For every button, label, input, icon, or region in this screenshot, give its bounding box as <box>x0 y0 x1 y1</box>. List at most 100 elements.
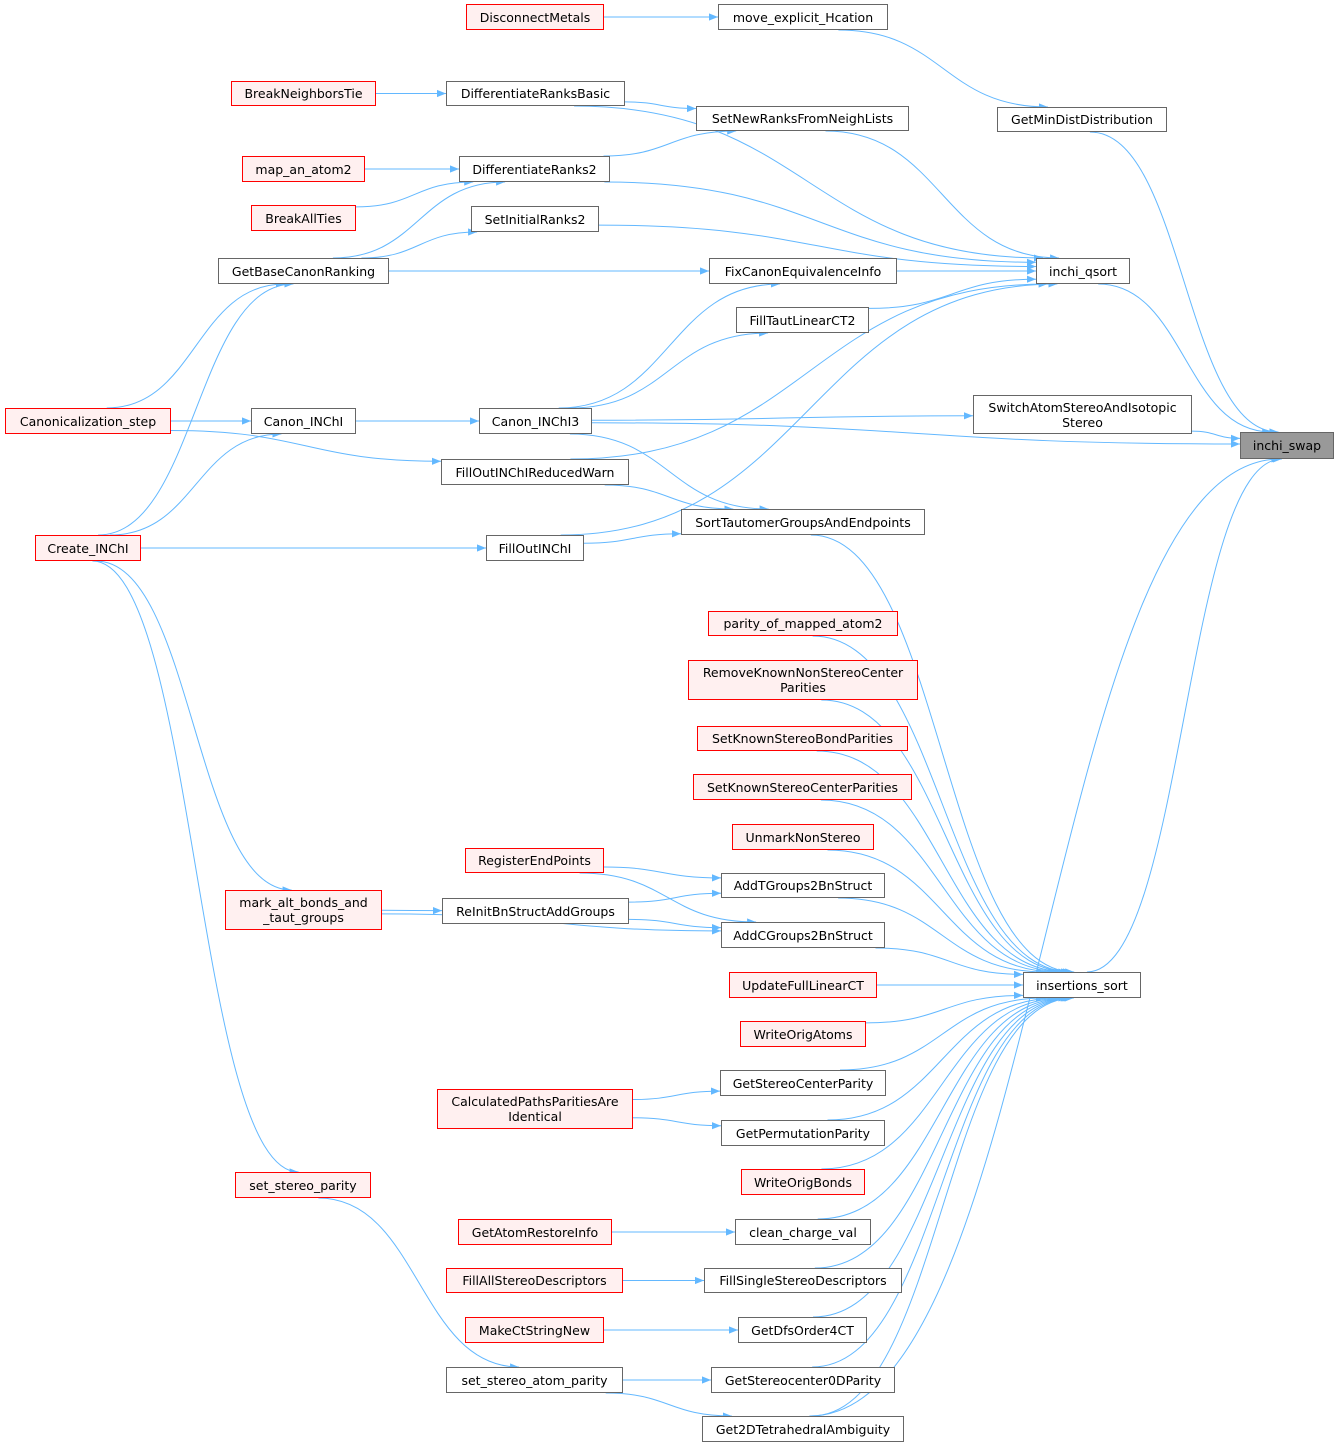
edge-fill-taut-linear-ct2-to-inchi-qsort <box>868 275 1037 309</box>
edge-remove-known-non-stereo-center-parities-to-insertions-sort <box>821 699 1071 976</box>
node-inchi-qsort[interactable]: inchi_qsort <box>1036 258 1130 284</box>
edge-set-initial-ranks2-to-inchi-qsort <box>598 224 1037 271</box>
node-get-base-canon-ranking[interactable]: GetBaseCanonRanking <box>218 258 389 284</box>
edge-canon-inch-i3-to-sort-tautomer-groups-and-endpoints <box>569 433 769 513</box>
node-update-full-linear-ct[interactable]: UpdateFullLinearCT <box>729 972 877 998</box>
node-write-orig-atoms[interactable]: WriteOrigAtoms <box>740 1021 866 1047</box>
node-fill-single-stereo-descriptors[interactable]: FillSingleStereoDescriptors <box>704 1268 902 1293</box>
edge-sort-tautomer-groups-and-endpoints-to-insertions-sort <box>810 534 1075 976</box>
node-parity-of-mapped-atom2[interactable]: parity_of_mapped_atom2 <box>708 611 898 636</box>
node-fill-out-inch-i[interactable]: FillOutINChI <box>486 535 584 561</box>
edge-create-inch-i-to-set-stereo-parity <box>92 560 299 1176</box>
edge-set-known-stereo-center-parities-to-insertions-sort <box>820 799 1064 976</box>
node-fix-canon-equivalence-info[interactable]: FixCanonEquivalenceInfo <box>709 258 897 284</box>
node-mark-alt-bonds-and-taut-groups[interactable]: mark_alt_bonds_and _taut_groups <box>225 890 382 930</box>
edge-parity-of-mapped-atom2-to-insertions-sort <box>812 635 1073 976</box>
node-map-an-atom2[interactable]: map_an_atom2 <box>242 156 365 182</box>
edge-re-init-bn-struct-add-groups-to-add-cgroups2-bn-struct <box>628 918 722 932</box>
edge-fill-single-stereo-descriptors-to-insertions-sort <box>814 994 1070 1269</box>
edge-canonicalization-step-to-fill-out-inch-ireduced-warn <box>170 430 442 465</box>
edge-fill-out-inch-i-to-sort-tautomer-groups-and-endpoints <box>583 530 682 544</box>
edge-calculated-paths-parities-are-identical-to-get-permutation-parity <box>632 1117 722 1130</box>
edge-inchi-qsort-to-inchi-swap <box>1098 283 1272 436</box>
edge-get-stereo-center-parity-to-insertions-sort <box>839 994 1046 1071</box>
node-set-new-ranks-from-neigh-lists[interactable]: SetNewRanksFromNeighLists <box>696 106 909 131</box>
edge-create-inch-i-to-mark-alt-bonds-and-taut-groups <box>95 560 292 894</box>
node-get-min-dist-distribution[interactable]: GetMinDistDistribution <box>997 107 1167 132</box>
edge-differentiate-ranks2-to-set-new-ranks-from-neigh-lists <box>603 127 737 157</box>
node-set-stereo-parity[interactable]: set_stereo_parity <box>235 1172 371 1198</box>
edge-canonicalization-step-to-get-base-canon-ranking <box>106 280 285 409</box>
node-set-initial-ranks2[interactable]: SetInitialRanks2 <box>471 206 599 232</box>
edge-break-all-ties-to-differentiate-ranks2 <box>355 178 474 208</box>
edge-get-dfs-order4-ct-to-insertions-sort <box>812 994 1072 1318</box>
edges-layer <box>92 13 1282 1420</box>
edge-register-end-points-to-add-tgroups2-bn-struct <box>603 866 722 882</box>
node-get2-dtetrahedral-ambiguity[interactable]: Get2DTetrahedralAmbiguity <box>702 1416 904 1442</box>
edge-move-explicit-hcation-to-get-min-dist-distribution <box>838 29 1049 111</box>
node-add-tgroups2-bn-struct[interactable]: AddTGroups2BnStruct <box>721 873 885 898</box>
node-sort-tautomer-groups-and-endpoints[interactable]: SortTautomerGroupsAndEndpoints <box>681 509 925 535</box>
edge-set-stereo-parity-to-set-stereo-atom-parity <box>318 1197 520 1371</box>
edge-create-inch-i-to-canon-inch-i <box>110 430 282 536</box>
edge-get-base-canon-ranking-to-differentiate-ranks2 <box>332 178 506 259</box>
node-re-init-bn-struct-add-groups[interactable]: ReInitBnStructAddGroups <box>442 898 629 924</box>
edge-canon-inch-i3-to-fill-taut-linear-ct2 <box>569 329 769 409</box>
node-get-stereo-center-parity[interactable]: GetStereoCenterParity <box>720 1070 886 1096</box>
node-move-explicit-hcation[interactable]: move_explicit_Hcation <box>718 4 888 30</box>
edge-get-base-canon-ranking-to-set-initial-ranks2 <box>361 228 478 259</box>
node-clean-charge-val[interactable]: clean_charge_val <box>735 1219 871 1245</box>
edge-canon-inch-i3-to-switch-atom-stereo-and-isotopic-stereo <box>591 412 974 421</box>
node-set-known-stereo-bond-parities[interactable]: SetKnownStereoBondParities <box>697 726 908 751</box>
edge-differentiate-ranks-basic-to-inchi-qsort <box>574 105 1043 262</box>
node-set-stereo-atom-parity[interactable]: set_stereo_atom_parity <box>446 1367 623 1393</box>
node-get-dfs-order4-ct[interactable]: GetDfsOrder4CT <box>738 1317 867 1343</box>
node-fill-taut-linear-ct2[interactable]: FillTautLinearCT2 <box>736 307 869 333</box>
node-get-permutation-parity[interactable]: GetPermutationParity <box>721 1120 885 1146</box>
edge-calculated-paths-parities-are-identical-to-get-stereo-center-parity <box>632 1087 721 1100</box>
edge-re-init-bn-struct-add-groups-to-add-tgroups2-bn-struct <box>628 889 722 903</box>
node-canon-inch-i[interactable]: Canon_INChI <box>251 408 356 434</box>
node-break-all-ties[interactable]: BreakAllTies <box>251 205 356 231</box>
node-calculated-paths-parities-are-identical[interactable]: CalculatedPathsParitiesAre Identical <box>437 1089 633 1129</box>
node-canon-inch-i3[interactable]: Canon_INChI3 <box>479 408 592 434</box>
node-make-ct-string-new[interactable]: MakeCtStringNew <box>465 1317 604 1343</box>
edge-create-inch-i-to-get-base-canon-ranking <box>98 280 294 536</box>
edge-switch-atom-stereo-and-isotopic-stereo-to-inchi-swap <box>1191 430 1241 442</box>
node-fill-all-stereo-descriptors[interactable]: FillAllStereoDescriptors <box>446 1268 623 1293</box>
edge-register-end-points-to-add-cgroups2-bn-struct <box>579 872 757 926</box>
node-write-orig-bonds[interactable]: WriteOrigBonds <box>741 1169 865 1195</box>
edge-write-orig-bonds-to-insertions-sort <box>821 994 1064 1170</box>
node-fill-out-inch-ireduced-warn[interactable]: FillOutINChIReducedWarn <box>441 459 629 485</box>
edge-fill-out-inch-ireduced-warn-to-inchi-qsort <box>570 280 1048 460</box>
node-create-inch-i[interactable]: Create_INChI <box>35 535 141 561</box>
edge-differentiate-ranks-basic-to-set-new-ranks-from-neigh-lists <box>624 101 697 113</box>
node-get-atom-restore-info[interactable]: GetAtomRestoreInfo <box>458 1219 612 1245</box>
edge-fill-out-inch-i-to-inchi-qsort <box>560 280 1058 536</box>
edge-get-min-dist-distribution-to-inchi-swap <box>1089 131 1279 436</box>
node-inchi-swap: inchi_swap <box>1240 432 1334 459</box>
node-canonicalization-step[interactable]: Canonicalization_step <box>5 408 171 434</box>
node-break-neighbors-tie[interactable]: BreakNeighborsTie <box>231 81 376 106</box>
node-differentiate-ranks-basic[interactable]: DifferentiateRanksBasic <box>446 81 625 106</box>
edge-unmark-non-stereo-to-insertions-sort <box>827 849 1058 976</box>
node-disconnect-metals[interactable]: DisconnectMetals <box>466 4 604 30</box>
edge-get2-dtetrahedral-ambiguity-to-inchi-swap <box>809 455 1281 1417</box>
edge-canon-inch-i3-to-fix-canon-equivalence-info <box>558 280 780 409</box>
edge-get-permutation-parity-to-insertions-sort <box>827 994 1058 1121</box>
node-set-known-stereo-center-parities[interactable]: SetKnownStereoCenterParities <box>693 774 912 800</box>
edge-set-new-ranks-from-neigh-lists-to-inchi-qsort <box>825 130 1060 262</box>
node-insertions-sort[interactable]: insertions_sort <box>1023 972 1141 998</box>
edge-add-tgroups2-bn-struct-to-insertions-sort <box>838 897 1046 976</box>
node-get-stereocenter0-dparity[interactable]: GetStereocenter0DParity <box>711 1367 895 1393</box>
node-unmark-non-stereo[interactable]: UnmarkNonStereo <box>732 824 874 850</box>
edge-differentiate-ranks2-to-inchi-qsort <box>604 181 1037 266</box>
node-add-cgroups2-bn-struct[interactable]: AddCGroups2BnStruct <box>721 922 885 948</box>
node-register-end-points[interactable]: RegisterEndPoints <box>465 848 604 873</box>
node-switch-atom-stereo-and-isotopic-stereo[interactable]: SwitchAtomStereoAndIsotopic Stereo <box>973 395 1192 434</box>
edge-canon-inch-i3-to-inchi-swap <box>591 422 1241 448</box>
node-differentiate-ranks2[interactable]: DifferentiateRanks2 <box>459 156 610 182</box>
edge-clean-charge-val-to-insertions-sort <box>817 994 1068 1220</box>
node-remove-known-non-stereo-center-parities[interactable]: RemoveKnownNonStereoCenter Parities <box>688 660 918 700</box>
